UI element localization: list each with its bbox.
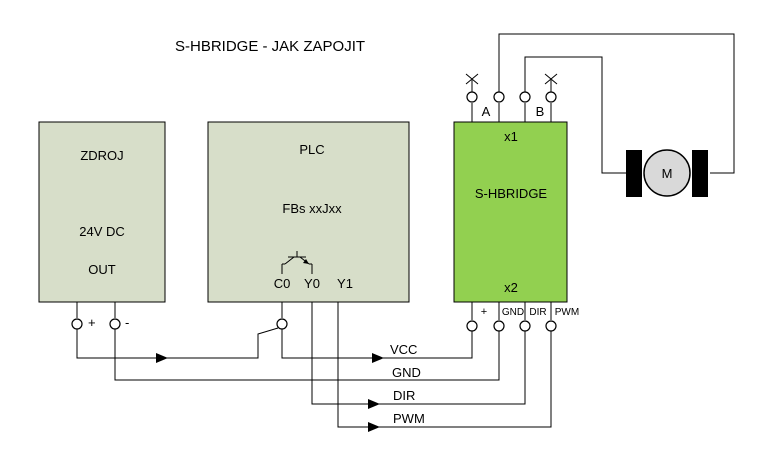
motor-brush-left <box>626 150 642 197</box>
zdroj-out-label: OUT <box>88 262 116 277</box>
vcc-wire: VCC <box>281 329 473 363</box>
dir-wire-label: DIR <box>393 388 415 403</box>
zdroj-name: ZDROJ <box>80 148 123 163</box>
hbridge-plus-label: + <box>481 306 487 318</box>
terminal-icon <box>545 320 557 332</box>
arrow-right-icon <box>156 353 168 363</box>
arrow-right-icon <box>368 399 380 409</box>
zdroj-box <box>38 121 166 303</box>
pwm-wire-label: PWM <box>393 411 425 426</box>
terminal-icon <box>276 318 288 330</box>
terminal-icon <box>466 320 478 332</box>
hbridge-top-terminals <box>465 73 558 122</box>
terminal-icon <box>109 318 121 330</box>
hbridge-pwm-label: PWM <box>555 307 579 318</box>
gnd-wire-label: GND <box>392 365 421 380</box>
gnd-wire: GND <box>114 329 500 381</box>
plc-box <box>207 121 410 303</box>
not-connected-icon <box>544 73 558 85</box>
plc-y1-label: Y1 <box>337 276 353 291</box>
terminal-icon <box>466 91 478 103</box>
zdroj-voltage: 24V DC <box>79 224 125 239</box>
zdroj-block: ZDROJ 24V DC OUT <box>38 121 166 303</box>
hbridge-x1-label: x1 <box>504 129 518 144</box>
arrow-right-icon <box>368 422 380 432</box>
terminal-icon <box>519 320 531 332</box>
terminal-icon <box>545 91 557 103</box>
motor-icon <box>643 149 691 197</box>
pwm-wire: PWM <box>337 302 552 432</box>
plc-name: PLC <box>299 142 324 157</box>
hbridge-terminal-b-label: B <box>536 104 545 119</box>
terminal-icon <box>519 91 531 103</box>
plc-y0-label: Y0 <box>304 276 320 291</box>
plc-c0-label: C0 <box>274 276 291 291</box>
transistor-icon <box>281 251 313 274</box>
hbridge-x2-label: x2 <box>504 280 518 295</box>
terminal-icon <box>493 91 505 103</box>
motor-label: M <box>662 166 673 181</box>
plc-fbs-label: FBs xxJxx <box>282 201 342 216</box>
terminal-icon <box>493 320 505 332</box>
power-supply-to-plc-wire <box>76 327 279 363</box>
hbridge-box <box>453 121 568 303</box>
plc-block: PLC FBs xxJxx C0 Y0 Y1 <box>207 121 410 303</box>
zdroj-minus-label: - <box>125 315 129 330</box>
arrow-right-icon <box>372 353 384 363</box>
vcc-wire-label: VCC <box>390 342 417 357</box>
zdroj-terminals: + - <box>71 302 129 330</box>
terminal-icon <box>71 318 83 330</box>
hbridge-name: S-HBRIDGE <box>475 186 548 201</box>
not-connected-icon <box>465 73 479 85</box>
zdroj-plus-label: + <box>88 315 96 330</box>
hbridge-bottom-terminals <box>466 302 557 332</box>
motor-brush-right <box>692 150 708 197</box>
hbridge-gnd-label: GND <box>502 307 524 318</box>
dir-wire: DIR <box>311 302 526 409</box>
diagram-title: S-HBRIDGE - JAK ZAPOJIT <box>175 38 365 55</box>
hbridge-block: x1 S-HBRIDGE x2 A B + GND DIR PWM <box>453 104 579 318</box>
plc-c0-terminal <box>276 302 288 330</box>
hbridge-terminal-a-label: A <box>482 104 491 119</box>
motor-block: M <box>626 149 708 197</box>
motor-wiring <box>498 33 735 174</box>
hbridge-dir-label: DIR <box>529 307 546 318</box>
